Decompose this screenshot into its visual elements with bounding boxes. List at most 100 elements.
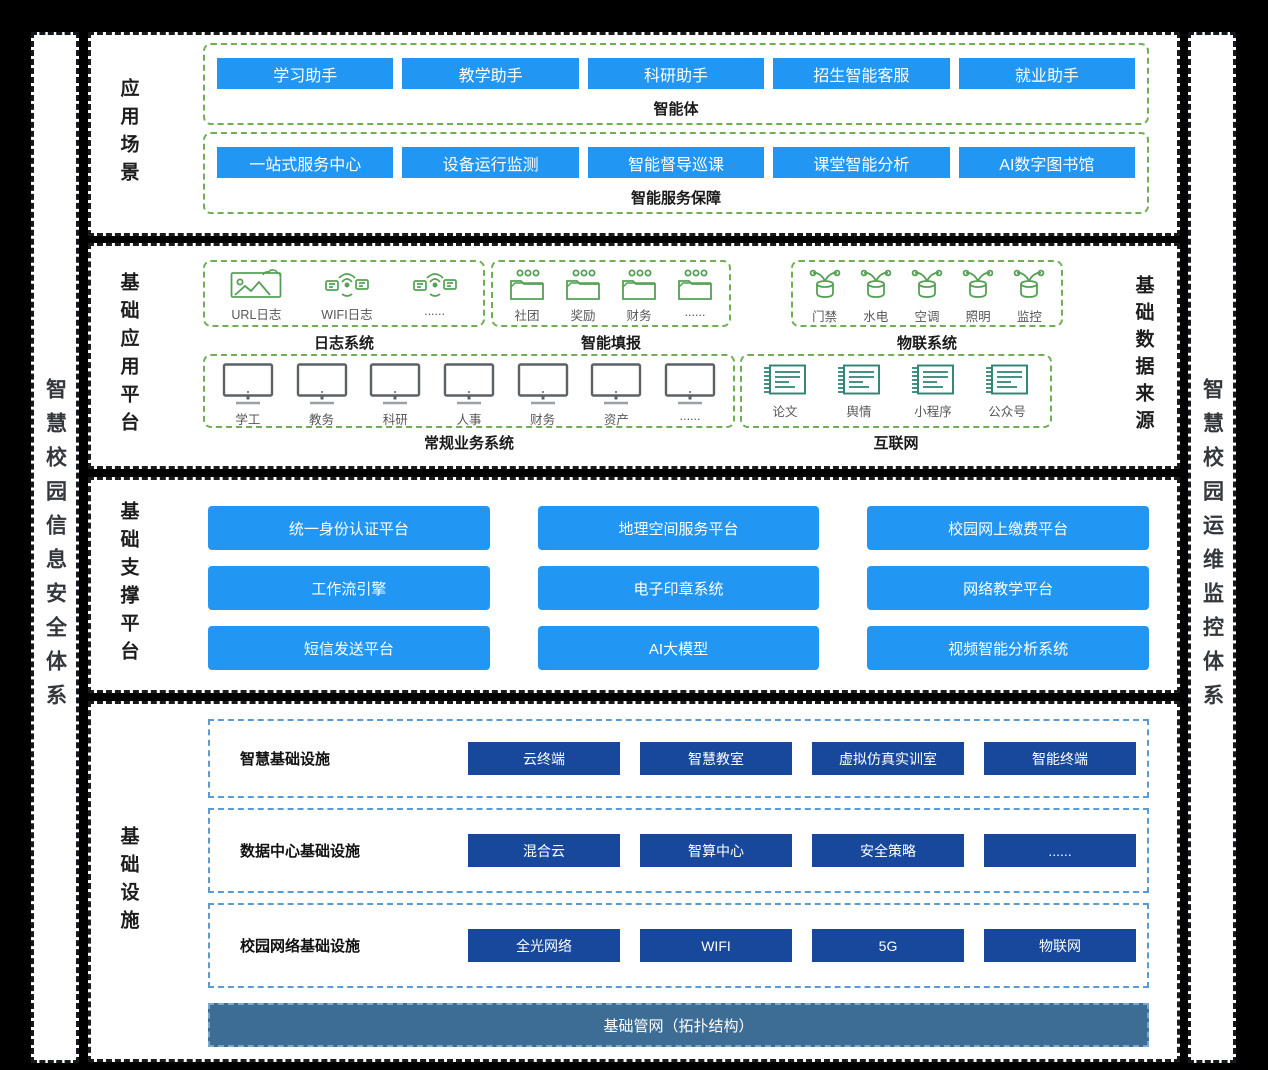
monitor-icon: [219, 362, 277, 406]
service-guarantee-group: 一站式服务中心设备运行监测智能督导巡课课堂智能分析 AI数字图书馆 智能服务保障: [203, 132, 1149, 214]
blue-button[interactable]: 短信发送平台: [208, 626, 490, 670]
smart-infrastructure-row: 智慧基础设施 云终端智慧教室虚拟仿真实训室智能终端: [208, 719, 1149, 798]
security-system-label: 智慧校园信息安全体系: [43, 377, 67, 718]
navy-button[interactable]: 智能终端: [984, 742, 1136, 775]
base-support-platform-panel: 基础支撑平台 统一身份认证平台 地理空间服务平台 校园网上缴费平台工作流引擎 电子印章…: [88, 477, 1180, 693]
campus-network-infrastructure-row: 校园网络基础设施 全光网络 WIFI 5G 物联网: [208, 903, 1149, 988]
blue-button[interactable]: 网络教学平台: [867, 566, 1149, 610]
monitor-icon: [440, 362, 498, 406]
icon-item: 水电: [858, 269, 894, 325]
icon-item: 门禁: [807, 269, 843, 325]
blue-button[interactable]: 设备运行监测: [402, 147, 579, 178]
log-system-box: URL日志 WIFI日志 ......: [203, 260, 485, 327]
monitor-icon: [293, 362, 351, 406]
folder-icon: [675, 269, 715, 302]
doc-icon: [983, 362, 1031, 398]
navy-button[interactable]: 安全策略: [812, 834, 964, 867]
smart-filling-box: 社团 奖励 财务 ......: [491, 260, 731, 327]
internet-box: 论文 舆情 小程序 公众号: [740, 354, 1052, 428]
service-guarantee-caption: 智能服务保障: [630, 190, 721, 207]
blue-button[interactable]: 就业助手: [958, 58, 1136, 89]
iot-icon: [1011, 269, 1047, 303]
infrastructure-title: 基础设施: [117, 825, 139, 938]
blue-button[interactable]: AI大模型: [537, 626, 820, 670]
iot-system-group: 门禁 水电 空调 照明 监控 物联系统: [791, 260, 1063, 353]
navy-button[interactable]: 云终端: [468, 742, 620, 775]
blue-button[interactable]: 课堂智能分析: [773, 147, 950, 178]
navy-button[interactable]: 智算中心: [640, 834, 792, 867]
iot-icon: [858, 269, 894, 303]
icon-item: 人事: [440, 362, 498, 428]
icon-item: 小程序: [909, 362, 957, 420]
icon-item: ......: [412, 269, 458, 318]
icon-label: 舆情: [846, 405, 872, 419]
campus-network-infrastructure-caption: 校园网络基础设施: [240, 938, 361, 955]
ops-monitoring-label: 智慧校园运维监控体系: [1200, 377, 1224, 718]
icon-label: 门禁: [812, 310, 838, 324]
blue-button[interactable]: 视频智能分析系统: [867, 626, 1149, 670]
iot-system-caption: 物联系统: [896, 335, 957, 352]
navy-button[interactable]: 虚拟仿真实训室: [812, 742, 964, 775]
icon-label: 奖励: [570, 309, 596, 323]
navy-button[interactable]: ......: [984, 834, 1136, 867]
internet-group: 论文 舆情 小程序 公众号 互联网: [740, 354, 1052, 453]
blue-button[interactable]: 统一身份认证平台: [208, 506, 490, 550]
doc-icon: [909, 362, 957, 398]
icon-label: ......: [684, 305, 706, 319]
infrastructure-panel: 基础设施 智慧基础设施 云终端智慧教室虚拟仿真实训室智能终端 数据中心基础设施 …: [88, 701, 1180, 1062]
blue-button[interactable]: 地理空间服务平台: [537, 506, 820, 550]
base-application-platform-title: 基础应用平台: [117, 272, 139, 440]
application-scenarios-title: 应用场景: [117, 78, 139, 190]
icon-label: 财务: [626, 309, 652, 323]
regular-business-systems-group: 学工 教务 科研 人事 财务 资产 ...... 常规业务系统: [203, 354, 735, 453]
icon-item: 照明: [960, 269, 996, 325]
navy-button[interactable]: 全光网络: [468, 929, 620, 962]
smart-filling-group: 社团 奖励 财务 ...... 智能填报: [491, 260, 731, 353]
smart-infrastructure-caption: 智慧基础设施: [240, 751, 331, 768]
iot-icon: [960, 269, 996, 303]
datacenter-infrastructure-row: 数据中心基础设施 混合云智算中心安全策略......: [208, 808, 1149, 893]
blue-button[interactable]: 校园网上缴费平台: [867, 506, 1149, 550]
base-application-platform-panel: 基础应用平台 基础数据来源 URL日志 WIFI日志 ...... 日志系统 社…: [88, 243, 1180, 469]
icon-label: ......: [424, 304, 445, 318]
navy-button[interactable]: 混合云: [468, 834, 620, 867]
blue-button[interactable]: 学习助手: [217, 58, 394, 89]
doc-icon: [761, 362, 809, 398]
regular-business-systems-box: 学工 教务 科研 人事 财务 资产 ......: [203, 354, 735, 428]
iot-icon: [909, 269, 945, 303]
icon-item: ......: [675, 269, 715, 319]
navy-button[interactable]: 5G: [812, 929, 964, 962]
icon-item: 监控: [1011, 269, 1047, 325]
navy-button[interactable]: 智慧教室: [640, 742, 792, 775]
ops-monitoring-sidebar: 智慧校园运维监控体系: [1188, 32, 1236, 1063]
icon-item: 教务: [293, 362, 351, 428]
blue-button[interactable]: 科研助手: [587, 58, 765, 89]
monitor-icon: [587, 362, 645, 406]
log-system-caption: 日志系统: [313, 335, 374, 352]
base-support-platform-title: 基础支撑平台: [117, 501, 139, 669]
icon-label: 空调: [914, 310, 940, 324]
blue-button[interactable]: AI数字图书馆: [958, 147, 1136, 178]
doc-icon: [835, 362, 883, 398]
datacenter-infrastructure-caption: 数据中心基础设施: [240, 843, 361, 860]
navy-button[interactable]: 物联网: [984, 929, 1136, 962]
icon-item: WIFI日志: [321, 269, 373, 323]
base-pipe-network-label: 基础管网（拓扑结构）: [603, 1017, 754, 1035]
blue-button[interactable]: 招生智能客服: [773, 58, 950, 89]
blue-button[interactable]: 电子印章系统: [537, 566, 820, 610]
icon-label: 小程序: [914, 405, 952, 419]
blue-button[interactable]: 智能督导巡课: [587, 147, 765, 178]
icon-label: 照明: [965, 310, 991, 324]
icon-label: 科研: [382, 413, 408, 427]
blue-button[interactable]: 一站式服务中心: [217, 147, 394, 178]
security-system-sidebar: 智慧校园信息安全体系: [31, 32, 79, 1063]
icon-item: 奖励: [563, 269, 603, 324]
navy-button[interactable]: WIFI: [640, 929, 792, 962]
net-icon: [324, 269, 370, 301]
blue-button[interactable]: 工作流引擎: [208, 566, 490, 610]
blue-button[interactable]: 教学助手: [402, 58, 579, 89]
agents-caption: 智能体: [653, 101, 699, 118]
icon-label: 教务: [309, 413, 335, 427]
icon-label: 学工: [235, 413, 261, 427]
icon-label: 资产: [603, 413, 629, 427]
